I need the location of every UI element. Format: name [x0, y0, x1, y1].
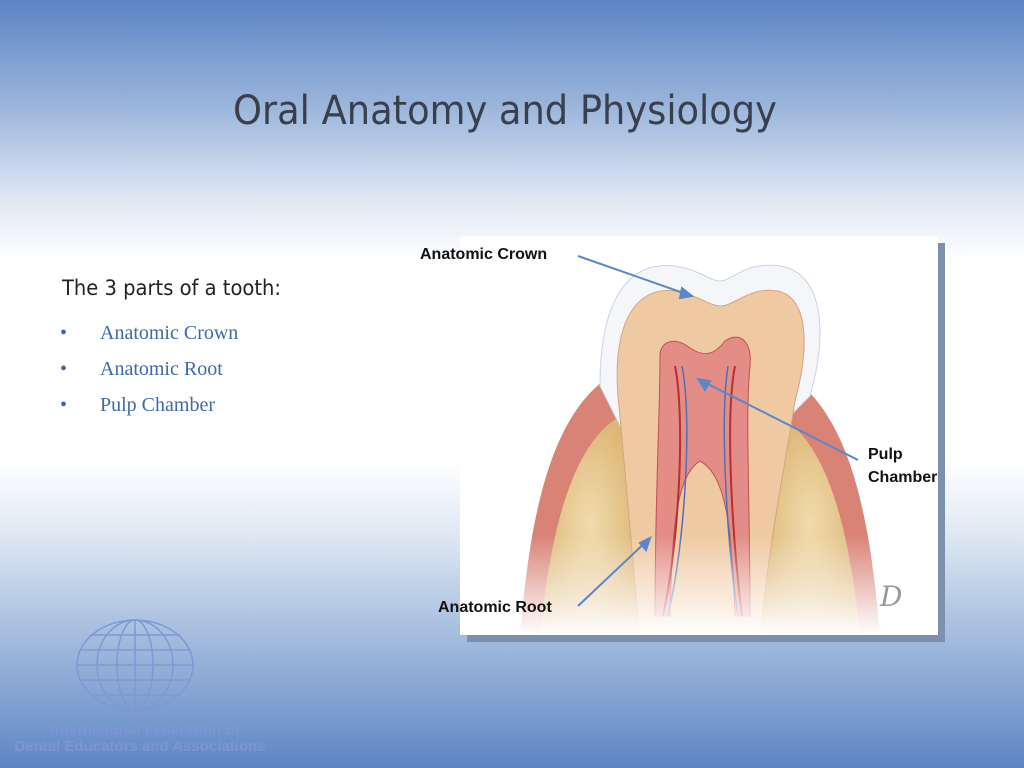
label-pulp-line1: Pulp: [868, 446, 903, 463]
ifdea-logo: International Federation of Dental Educa…: [10, 615, 280, 760]
tooth-illustration: D: [460, 236, 938, 635]
bullet-icon: •: [60, 394, 68, 416]
bullet-icon: •: [60, 358, 68, 380]
bullet-icon: •: [60, 322, 68, 344]
slide-title: Oral Anatomy and Physiology: [233, 88, 777, 134]
svg-text:D: D: [879, 580, 902, 613]
list-item: • Pulp Chamber: [60, 394, 238, 430]
label-anatomic-crown: Anatomic Crown: [420, 246, 548, 263]
svg-text:International Federation of: International Federation of: [50, 722, 240, 739]
list-item: • Anatomic Crown: [60, 322, 238, 358]
label-anatomic-root: Anatomic Root: [438, 599, 552, 616]
label-arrows: [577, 255, 859, 607]
label-pulp-line2: Chamber: [868, 469, 938, 486]
bullet-list: • Anatomic Crown • Anatomic Root • Pulp Cha…: [60, 322, 238, 430]
bullet-text: Pulp Chamber: [100, 394, 215, 416]
bullet-text: Anatomic Root: [100, 358, 223, 380]
list-item: • Anatomic Root: [60, 358, 238, 394]
svg-text:Dental Educators and Associati: Dental Educators and Associations: [14, 738, 265, 755]
bullet-text: Anatomic Crown: [100, 322, 239, 344]
slide-subtitle: The 3 parts of a tooth:: [62, 276, 281, 300]
